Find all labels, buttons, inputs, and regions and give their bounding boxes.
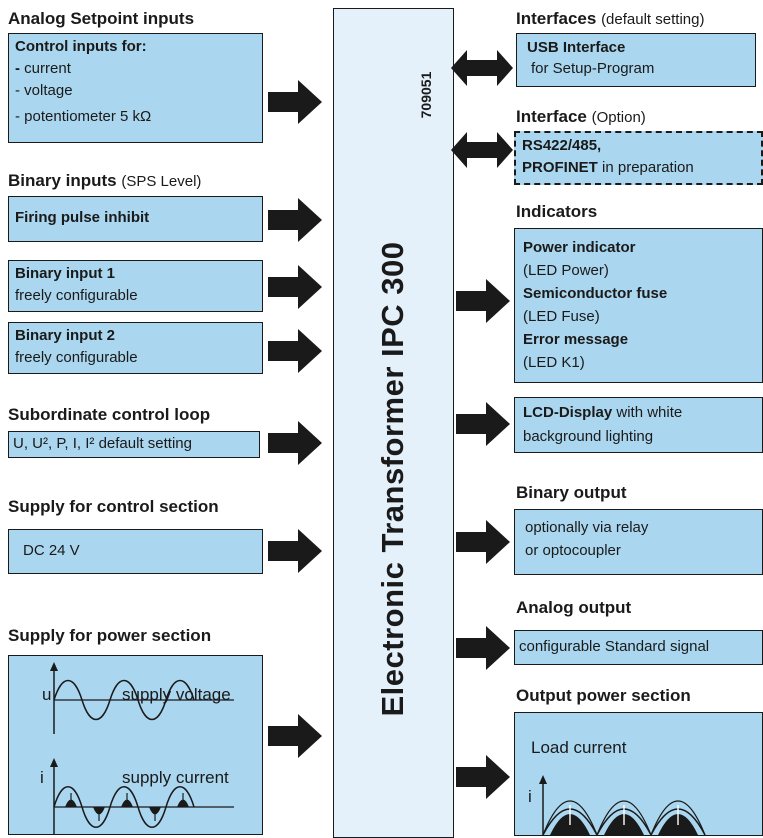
lcd-display-box: LCD-Display with white background lighti… [514, 397, 763, 453]
central-device-block [333, 8, 454, 838]
analog-setpoint-header: Analog Setpoint inputs [8, 9, 195, 28]
indicators-box: Power indicator (LED Power) Semiconducto… [514, 228, 763, 383]
arrow-lcd-display [456, 402, 510, 446]
subordinate-loop-box: U, U², P, I, I² default setting [8, 431, 260, 458]
load-current-caption: Load current [531, 738, 627, 757]
binary-input-1-box: Binary input 1 freely configurable [8, 260, 263, 312]
binary-inputs-header: Binary inputs (SPS Level) [8, 171, 202, 190]
power-supply-box: u supply voltage i supply current [8, 655, 263, 835]
arrow-control-supply [268, 529, 322, 573]
control-input-voltage: - voltage [15, 82, 73, 99]
arrow-rs422-bidirectional [451, 132, 513, 168]
arrow-analog-output [456, 626, 510, 670]
analog-output-header: Analog output [516, 598, 632, 617]
arrow-subordinate-loop [268, 421, 322, 465]
arrow-analog-input [268, 80, 322, 124]
control-inputs-title: Control inputs for: [15, 38, 147, 55]
arrow-usb-bidirectional [451, 50, 513, 86]
binary-input-2-box: Binary input 2 freely configurable [8, 322, 263, 374]
indicators-header: Indicators [516, 202, 598, 221]
binary-output-header: Binary output [516, 483, 627, 502]
interfaces-header: Interfaces (default setting) [516, 9, 705, 28]
arrow-binary-input-2 [268, 329, 322, 373]
control-input-potentiometer: - potentiometer 5 kΩ [15, 108, 152, 125]
control-supply-box: DC 24 V [8, 529, 263, 574]
device-title: Electronic Transformer IPC 300 [375, 241, 410, 717]
analog-output-box: configurable Standard signal [514, 630, 763, 665]
voltage-axis-label: u [42, 685, 52, 704]
arrow-binary-output [456, 520, 510, 564]
interface-option-box: RS422/485, PROFINET in preparation [514, 131, 763, 185]
output-power-box: Load current i [514, 712, 763, 836]
firing-pulse-box: Firing pulse inhibit [8, 196, 263, 242]
current-axis-label: i [40, 768, 44, 787]
arrow-output-power [456, 755, 510, 799]
interface-option-header: Interface (Option) [516, 107, 646, 126]
output-power-header: Output power section [516, 686, 691, 705]
device-code: 709051 [418, 71, 434, 119]
arrow-indicators [456, 279, 510, 323]
control-input-current: - current [15, 60, 71, 77]
load-current-waveform [539, 775, 706, 835]
arrow-power-supply [268, 714, 322, 758]
subordinate-loop-header: Subordinate control loop [8, 405, 211, 424]
usb-interface-box: USB Interface for Setup-Program [516, 33, 756, 87]
supply-waveforms [50, 662, 234, 834]
control-supply-header: Supply for control section [8, 497, 219, 516]
analog-setpoint-box: Control inputs for: - current - voltage … [8, 33, 263, 143]
arrow-firing-pulse [268, 198, 322, 242]
arrow-binary-input-1 [268, 265, 322, 309]
supply-voltage-caption: supply voltage [122, 685, 231, 704]
supply-current-caption: supply current [122, 768, 229, 787]
binary-output-box: optionally via relay or optocoupler [514, 509, 763, 575]
power-supply-header: Supply for power section [8, 626, 212, 645]
load-current-axis-label: i [528, 787, 532, 806]
